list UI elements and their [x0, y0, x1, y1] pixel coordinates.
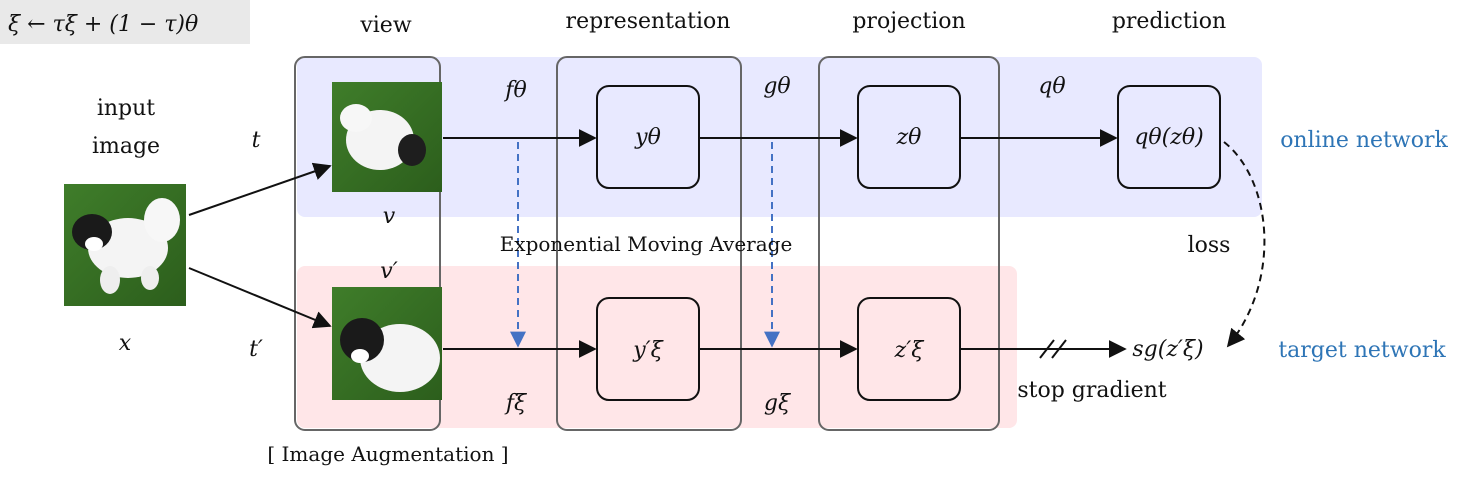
- header-view: view: [359, 13, 411, 38]
- function-g-xi: gξ: [764, 391, 792, 416]
- function-f-xi: fξ: [504, 391, 528, 416]
- augmentation-label: [ Image Augmentation ]: [267, 442, 508, 466]
- ema-update-formula: ξ ← τξ + (1 − τ)θ: [8, 12, 198, 37]
- view-stage-frame: [294, 56, 441, 431]
- target-network-label: target network: [1278, 338, 1446, 363]
- input-variable-x: x: [119, 331, 132, 356]
- node-q-output: [1117, 85, 1221, 189]
- node-z-xi-label: z′ξ: [894, 338, 926, 363]
- representation-stage-frame: [556, 56, 742, 431]
- stop-gradient-mark: [1039, 339, 1067, 359]
- node-z-xi: [857, 297, 961, 401]
- online-network-label: online network: [1280, 128, 1448, 153]
- node-y-theta-label: yθ: [634, 125, 661, 150]
- ema-label: Exponential Moving Average: [500, 232, 793, 256]
- arrow-input-to-view-v: [188, 162, 332, 216]
- node-q-output-label: qθ(zθ): [1134, 125, 1203, 150]
- view-image-v: [332, 82, 442, 192]
- view-label-v: v: [383, 204, 396, 229]
- stop-gradient-label: stop gradient: [1017, 378, 1166, 403]
- header-projection: projection: [852, 9, 965, 34]
- node-z-theta: [857, 85, 961, 189]
- node-y-xi-label: y′ξ: [632, 338, 664, 363]
- node-z-theta-label: zθ: [896, 125, 922, 150]
- transform-t: t: [252, 128, 261, 153]
- target-network-band: [297, 266, 1017, 428]
- header-representation: representation: [566, 9, 731, 34]
- view-label-v-prime: v′: [380, 259, 397, 284]
- transform-t-prime: t′: [249, 337, 263, 362]
- loss-label: loss: [1188, 233, 1231, 258]
- header-prediction: prediction: [1112, 9, 1226, 34]
- loss-arrow: [1223, 141, 1266, 348]
- view-image-v-prime: [332, 287, 442, 400]
- function-g-theta: gθ: [763, 74, 790, 99]
- projection-stage-frame: [818, 56, 1000, 431]
- sg-output-label: sg(z′ξ): [1132, 337, 1203, 362]
- node-y-xi: [596, 297, 700, 401]
- function-q-theta: qθ: [1038, 74, 1065, 99]
- function-f-theta: fθ: [503, 78, 526, 103]
- node-y-theta: [596, 85, 700, 189]
- arrow-input-to-view-v-prime: [188, 267, 332, 329]
- input-label-line2: image: [92, 134, 160, 159]
- formula-box: [0, 0, 250, 44]
- input-image: [64, 184, 186, 306]
- input-label-line1: input: [97, 96, 155, 121]
